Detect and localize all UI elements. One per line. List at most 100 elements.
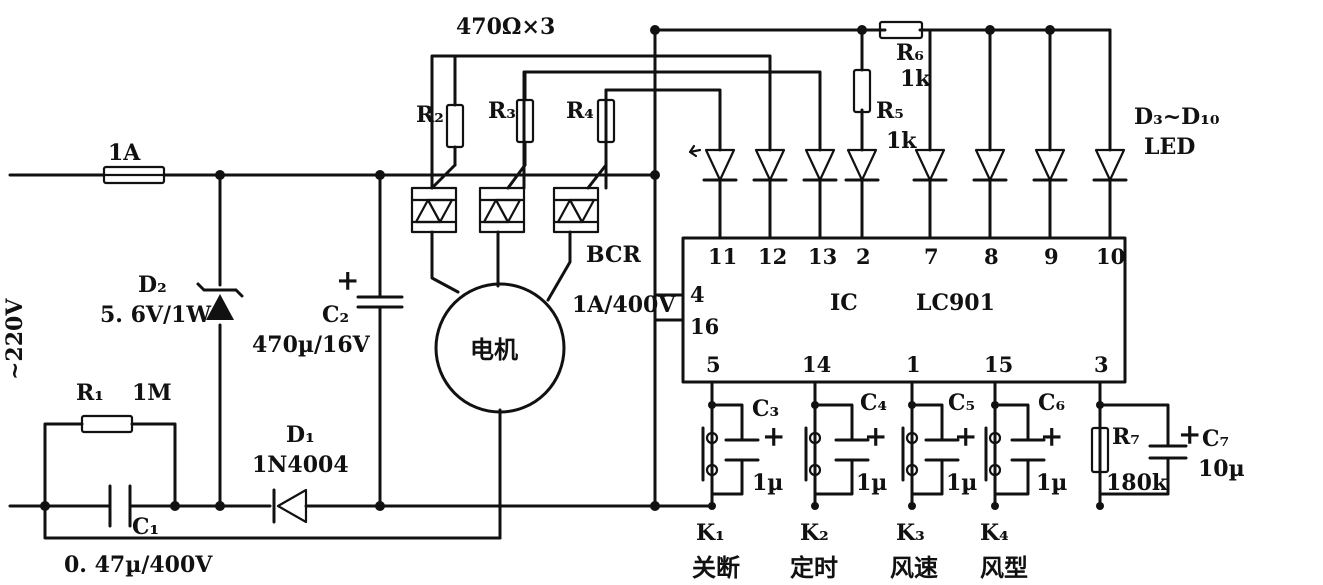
d2-value: 5. 6V/1W: [100, 302, 211, 328]
pin-label: 13: [808, 244, 837, 269]
fuse-label: 1A: [108, 140, 141, 166]
pin-label: 9: [1044, 244, 1059, 269]
pin-label: 7: [924, 244, 939, 269]
k1-function: 关断: [692, 553, 740, 582]
c7-value: 10µ: [1198, 456, 1245, 482]
k2-function: 定时: [790, 553, 838, 582]
c3-name: C₃: [752, 396, 779, 422]
switches: [701, 426, 1002, 482]
k3-function: 风速: [890, 553, 938, 582]
r6-name: R₆: [896, 40, 924, 66]
resistor-r5: [852, 68, 872, 114]
c1-name: C₁: [132, 514, 159, 540]
fuse-symbol: [102, 165, 166, 185]
pin-label: 16: [690, 314, 719, 339]
k4-function: 风型: [980, 553, 1028, 582]
r7-name: R₇: [1112, 424, 1140, 450]
c5-name: C₅: [948, 390, 975, 416]
bcr-rating: 1A/400V: [572, 292, 676, 318]
pin-label: 8: [984, 244, 999, 269]
pin-label: 2: [856, 244, 871, 269]
mains-label: ~220V: [2, 298, 28, 380]
triac-2: [478, 186, 526, 234]
c3-plus: +: [762, 420, 785, 453]
capacitor-c1: [108, 484, 132, 528]
led-d4: [752, 148, 788, 182]
pin-label: 14: [802, 352, 831, 377]
c2-name: C₂: [322, 302, 349, 328]
c5-plus: +: [954, 420, 977, 453]
motor-label: 电机: [470, 335, 518, 364]
led-label: LED: [1144, 134, 1195, 160]
led-array: [688, 144, 1128, 182]
resistor-r4: [586, 98, 616, 190]
r6-value: 1k: [900, 66, 931, 92]
capacitor-c2: [356, 295, 404, 309]
junctions: [40, 25, 1104, 511]
motor: [434, 282, 566, 414]
c4-name: C₄: [860, 390, 887, 416]
r1-value: 1M: [132, 380, 172, 406]
c6-name: C₆: [1038, 390, 1065, 416]
ic-lc901: [681, 236, 1127, 384]
resistor-r7: [1090, 426, 1110, 474]
led-d3: [688, 144, 738, 182]
led-d7: [912, 148, 948, 182]
labels: 1A ~220V R₁ 1M C₁ 0. 47µ/400V D₁ 1N4004 …: [2, 14, 1245, 582]
k3-name: K₃: [896, 520, 925, 546]
r5-name: R₅: [876, 98, 904, 124]
resistor-r2: [430, 103, 465, 190]
switch-k1: [701, 426, 719, 482]
r1-name: R₁: [76, 380, 104, 406]
resistor-r6: [878, 20, 924, 40]
led-range-label: D₃~D₁₀: [1134, 104, 1220, 130]
ic-label: IC: [830, 290, 858, 316]
led-d9: [1032, 148, 1068, 182]
led-d10: [1092, 148, 1128, 182]
c2-plus: +: [336, 264, 359, 297]
c2-value: 470µ/16V: [252, 332, 371, 358]
c7-name: C₇: [1202, 426, 1229, 452]
pin-label: 12: [758, 244, 787, 269]
switch-k2: [804, 426, 822, 482]
pin-label: 3: [1094, 352, 1109, 377]
k1-name: K₁: [696, 520, 725, 546]
k4-name: K₄: [980, 520, 1009, 546]
bcr-label: BCR: [586, 242, 642, 268]
pin-label: 4: [690, 282, 705, 307]
switch-k4: [984, 426, 1002, 482]
triac-3: [552, 186, 600, 234]
d2-name: D₂: [138, 272, 167, 298]
r2-name: R₂: [416, 102, 444, 128]
pin-label: 10: [1096, 244, 1125, 269]
zener-diode-d2: [196, 282, 244, 320]
capacitor-c7: [1148, 444, 1188, 460]
c6-value: 1µ: [1036, 470, 1067, 496]
resistor-r1: [80, 414, 134, 434]
led-d8: [972, 148, 1008, 182]
ic-part: LC901: [916, 290, 995, 316]
r4-name: R₄: [566, 98, 594, 124]
pin-label: 11: [708, 244, 737, 269]
resistor-r3: [506, 98, 535, 190]
diode-d1: [272, 488, 308, 524]
triac-1: [410, 186, 458, 234]
led-d5: [802, 148, 838, 182]
c7-plus: +: [1178, 418, 1201, 451]
capacitors-c3-c6: [724, 438, 1046, 462]
c4-value: 1µ: [856, 470, 887, 496]
pin-label: 1: [906, 352, 921, 377]
resistor-group-label: 470Ω×3: [456, 14, 555, 40]
pin-label: 5: [706, 352, 721, 377]
c4-plus: +: [864, 420, 887, 453]
d1-name: D₁: [286, 422, 315, 448]
r7-value: 180k: [1106, 470, 1168, 496]
r5-value: 1k: [886, 128, 917, 154]
c6-plus: +: [1040, 420, 1063, 453]
led-d6: [844, 148, 880, 182]
switch-k3: [901, 426, 919, 482]
k2-name: K₂: [800, 520, 829, 546]
c5-value: 1µ: [946, 470, 977, 496]
pin-label: 15: [984, 352, 1013, 377]
